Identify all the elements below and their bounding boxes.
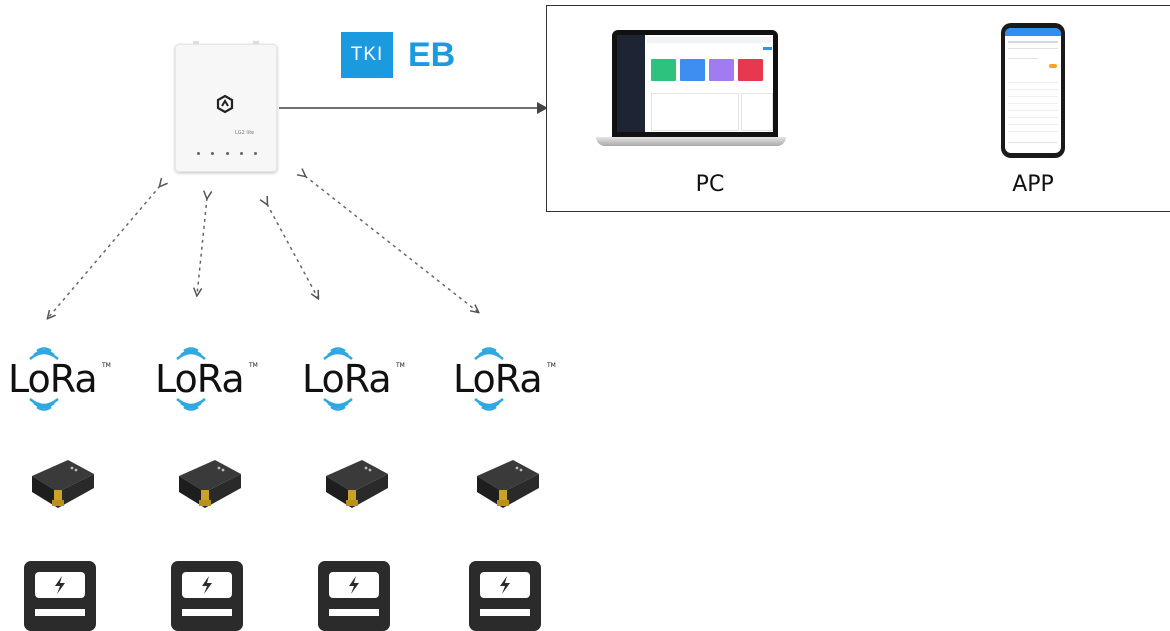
lora-node-device: [473, 452, 543, 512]
lora-node-device: [175, 452, 245, 512]
dashboard-card-purple: [709, 59, 734, 81]
lora-tm: TM: [249, 362, 258, 369]
dashboard-sidebar: [617, 35, 645, 132]
laptop-base: [596, 137, 786, 146]
electric-meter: [318, 561, 390, 631]
electric-meter: [469, 561, 541, 631]
electric-meter: [24, 561, 96, 631]
lightning-bolt-icon: [349, 576, 359, 594]
app-phone: [1001, 23, 1065, 158]
meter-bar: [329, 609, 379, 616]
lightning-bolt-icon: [500, 576, 510, 594]
lora-wave-icon: [323, 347, 353, 411]
lora-logo: LoRa TM: [8, 343, 111, 423]
eb-logo: EB: [408, 36, 456, 74]
lorawan-gateway: LG2 lite: [175, 41, 277, 172]
lora-tm: TM: [547, 362, 556, 369]
dashboard-card-blue: [680, 59, 705, 81]
lora-node-icon: [326, 460, 388, 508]
lora-logo: LoRa TM: [453, 343, 556, 423]
meter-screen: [480, 572, 530, 598]
pc-laptop: [612, 30, 778, 137]
lora-tm: TM: [396, 362, 405, 369]
meter-screen: [182, 572, 232, 598]
dashboard-card-green: [651, 59, 676, 81]
lora-wave-icon: [474, 347, 504, 411]
gateway-logo-icon: [216, 94, 234, 114]
link-arrow-2: [197, 198, 207, 295]
dashboard-side-panel: [741, 93, 773, 131]
lora-text: LoRa: [155, 357, 245, 401]
dashboard-chart-area: [651, 93, 739, 131]
dashboard-card-red: [738, 59, 763, 81]
lora-tm: TM: [102, 362, 111, 369]
lora-text: LoRa: [453, 357, 543, 401]
lora-node-device: [322, 452, 392, 512]
lightning-bolt-icon: [202, 576, 212, 594]
gateway-antenna: [253, 41, 259, 44]
tki-logo: TKI: [341, 32, 393, 78]
gateway-leds: [197, 152, 257, 156]
meter-bar: [182, 609, 232, 616]
link-arrow-1: [48, 186, 160, 318]
lora-text: LoRa: [8, 357, 98, 401]
pc-dashboard-screen: [617, 35, 773, 132]
lora-logo: LoRa TM: [302, 343, 405, 423]
pc-caption: PC: [695, 172, 725, 197]
app-screen: [1005, 28, 1061, 153]
app-data-list: [1008, 76, 1058, 136]
lora-node-icon: [477, 460, 539, 508]
dashboard-header: [647, 37, 771, 43]
meter-screen: [35, 572, 85, 598]
dashboard-button: [763, 47, 772, 50]
lora-text: LoRa: [302, 357, 392, 401]
app-caption: APP: [1012, 172, 1054, 197]
lora-wave-icon: [176, 347, 206, 411]
link-arrow-3: [267, 204, 318, 298]
meter-screen: [329, 572, 379, 598]
lora-wave-icon: [29, 347, 59, 411]
app-tabbar: [1008, 142, 1058, 151]
lora-logo: LoRa TM: [155, 343, 258, 423]
gateway-model-label: LG2 lite: [235, 130, 255, 136]
lora-node-device: [28, 452, 98, 512]
meter-bar: [480, 609, 530, 616]
link-arrow-4: [305, 176, 478, 312]
gateway-antenna: [193, 41, 199, 44]
electric-meter: [171, 561, 243, 631]
lightning-bolt-icon: [55, 576, 65, 594]
lora-node-icon: [32, 460, 94, 508]
app-header: [1005, 28, 1061, 36]
meter-bar: [35, 609, 85, 616]
lora-node-icon: [179, 460, 241, 508]
